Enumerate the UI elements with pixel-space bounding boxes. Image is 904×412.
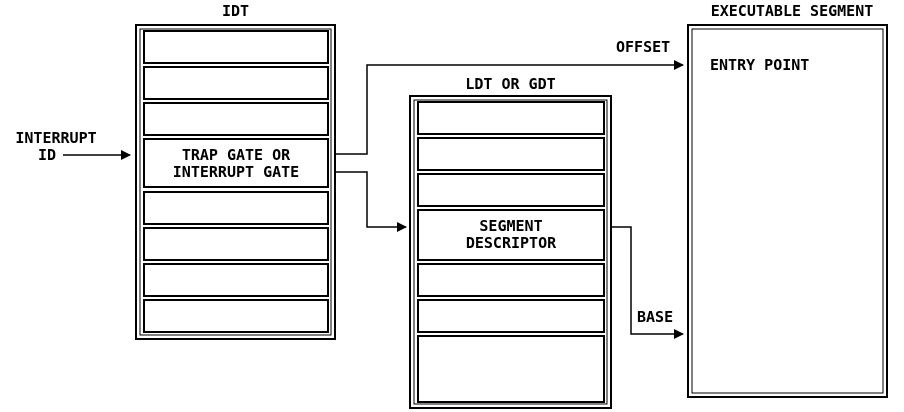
idt-entry bbox=[143, 30, 329, 64]
trap-gate-label-line1: TRAP GATE OR bbox=[181, 146, 291, 164]
idt-title: IDT bbox=[221, 2, 250, 20]
idt-gate-entry bbox=[143, 138, 329, 188]
offset-arrow bbox=[336, 60, 684, 155]
ldt-entry-large bbox=[417, 335, 605, 403]
idt-entry bbox=[143, 102, 329, 136]
ldt-entry bbox=[417, 137, 605, 171]
executable-segment-box bbox=[687, 24, 888, 398]
base-arrow bbox=[611, 226, 684, 339]
ldt-entry bbox=[417, 101, 605, 135]
ldt-entry bbox=[417, 263, 605, 297]
idt-entry bbox=[143, 263, 329, 297]
executable-segment-title: EXECUTABLE SEGMENT bbox=[710, 2, 874, 20]
ldt-descriptor-entry bbox=[417, 209, 605, 261]
idt-entry bbox=[143, 66, 329, 100]
trap-gate-label-line2: INTERRUPT GATE bbox=[172, 163, 300, 181]
selector-arrow bbox=[336, 171, 407, 232]
idt-entry bbox=[143, 191, 329, 225]
idt-entry bbox=[143, 227, 329, 261]
idt-table bbox=[135, 24, 336, 340]
base-label: BASE bbox=[637, 308, 674, 326]
ldt-entry bbox=[417, 173, 605, 207]
idt-entry bbox=[143, 299, 329, 333]
ldt-gdt-title: LDT OR GDT bbox=[465, 75, 556, 93]
interrupt-id-label-line1: INTERRUPT bbox=[15, 129, 97, 147]
offset-label: OFFSET bbox=[616, 38, 671, 56]
segment-descriptor-label-line2: DESCRIPTOR bbox=[465, 234, 557, 252]
entry-point-label: ENTRY POINT bbox=[710, 56, 810, 74]
ldt-gdt-table bbox=[409, 95, 612, 409]
segment-descriptor-label-line1: SEGMENT bbox=[479, 217, 543, 235]
ldt-entry bbox=[417, 299, 605, 333]
interrupt-id-label-line2: ID bbox=[38, 146, 57, 164]
